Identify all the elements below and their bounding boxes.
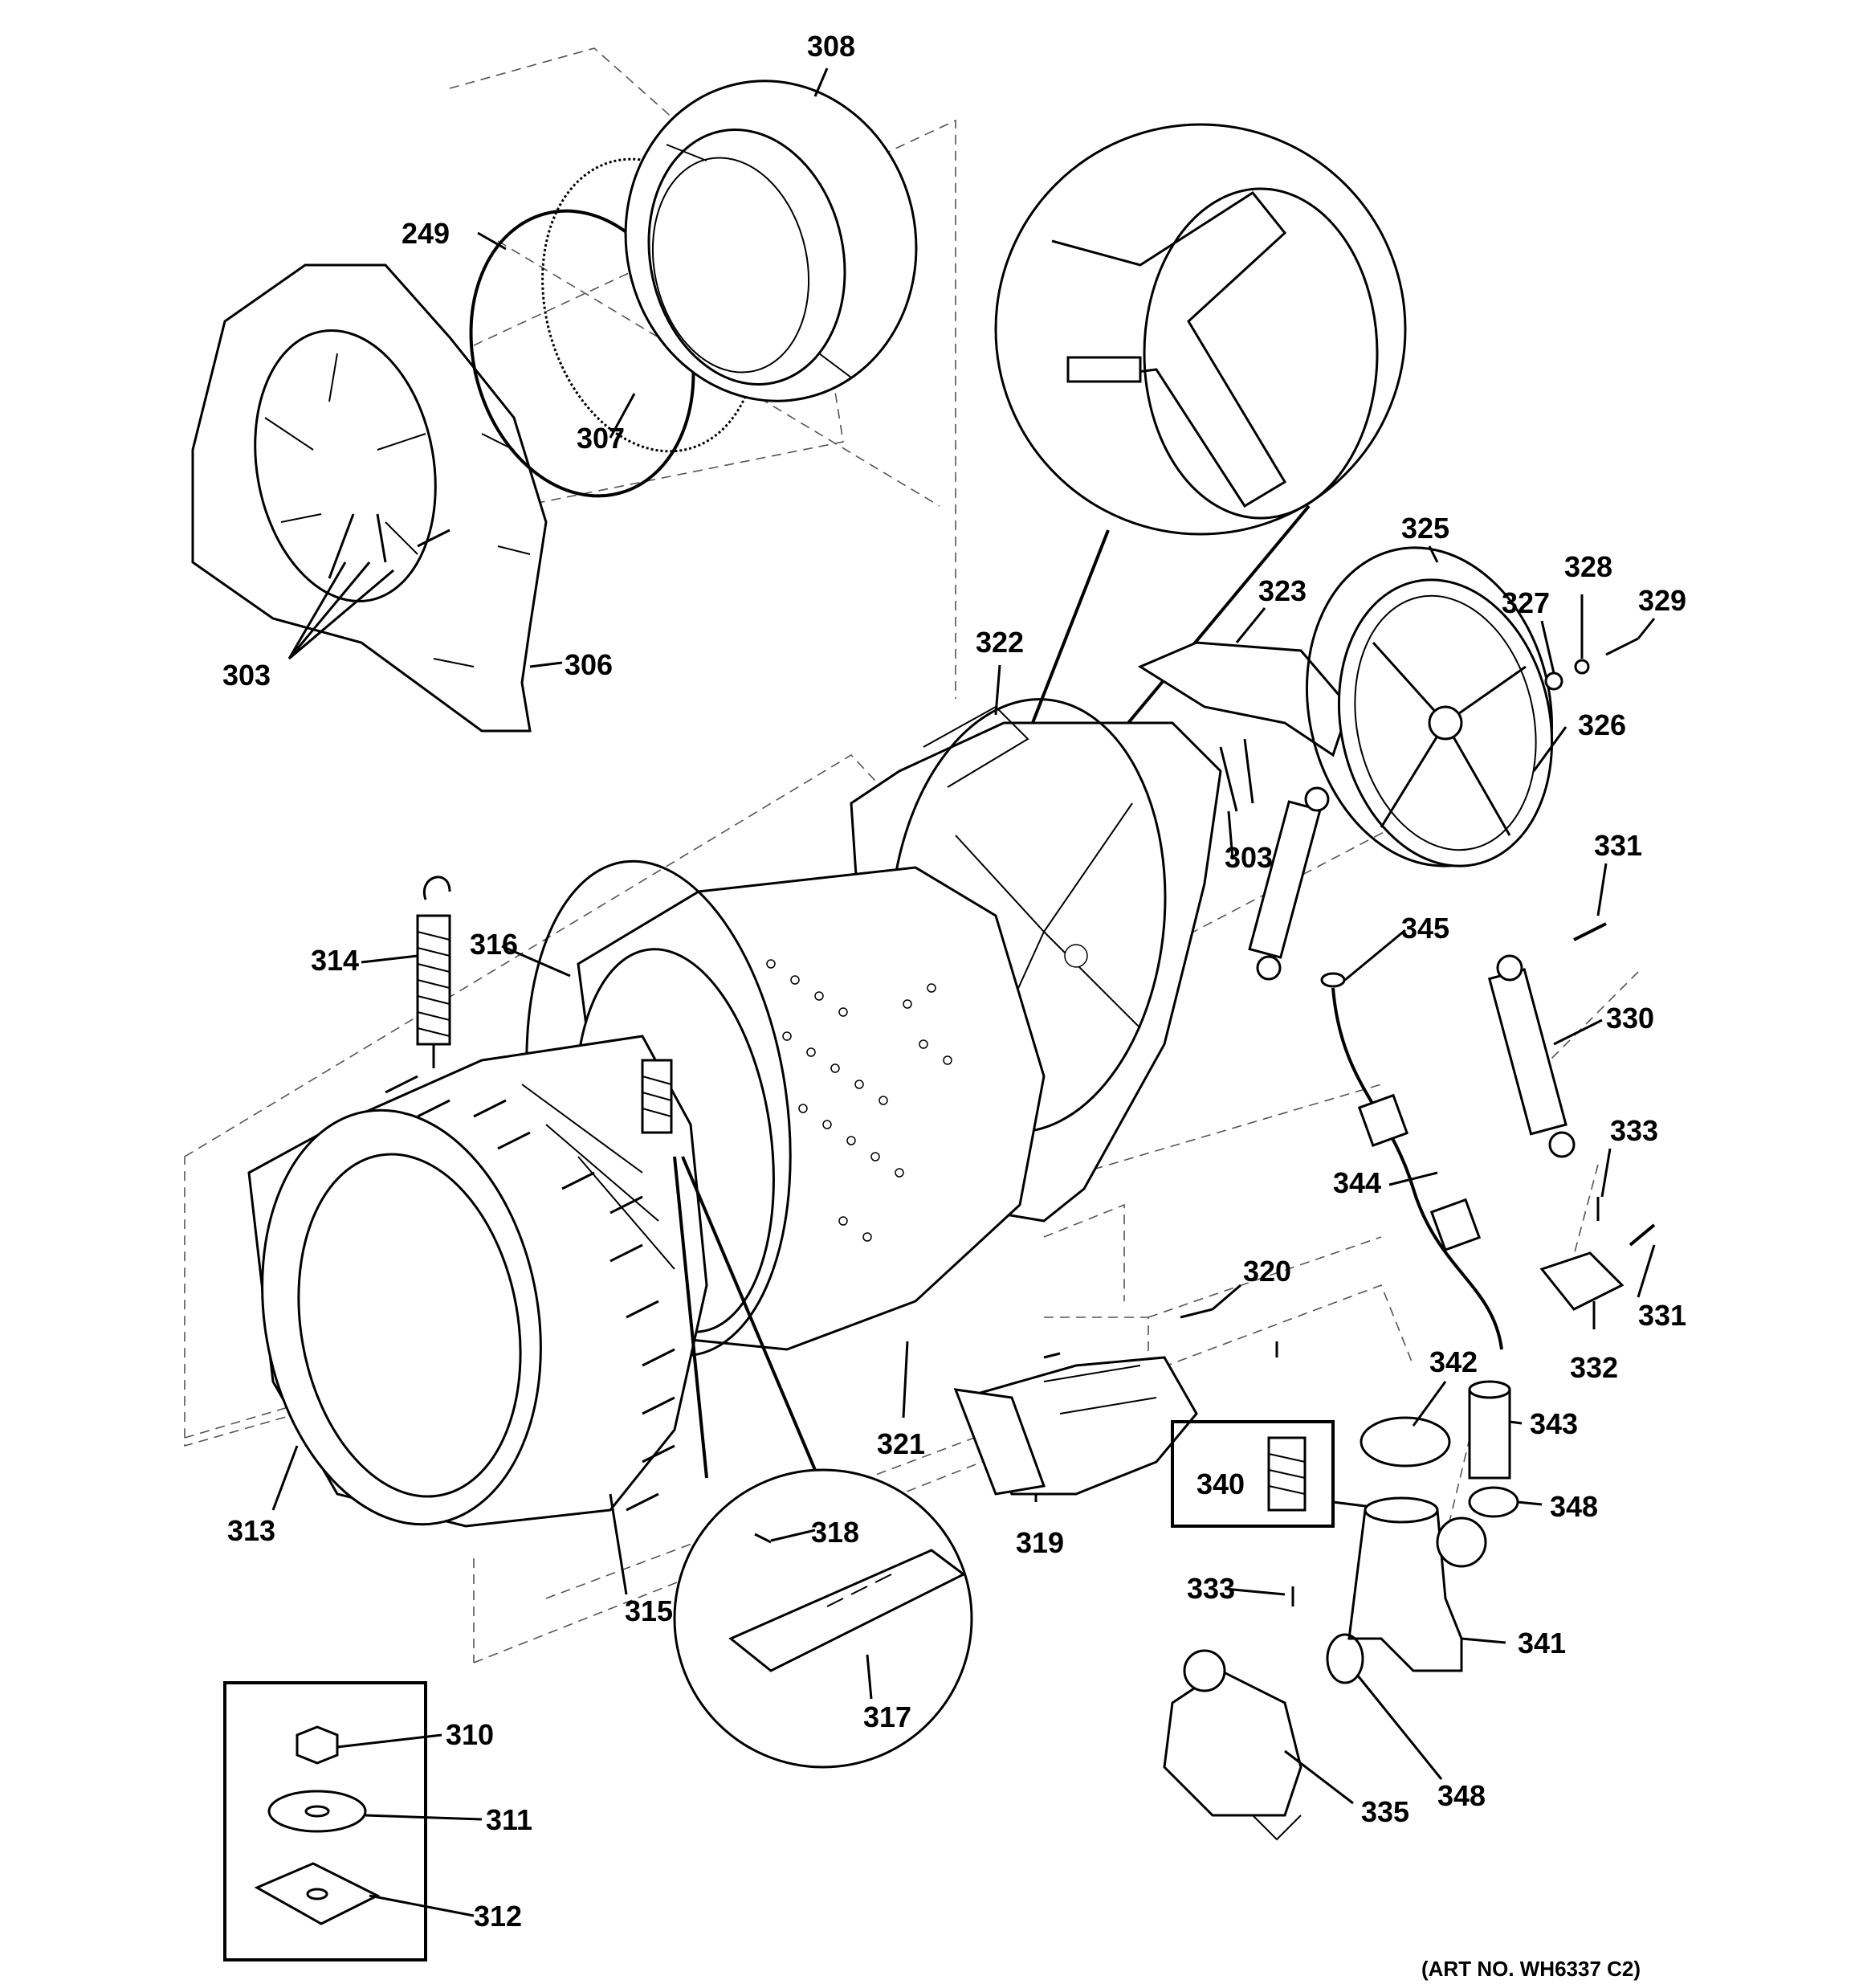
label-311: 311 [486, 1803, 532, 1836]
label-319: 319 [1016, 1526, 1064, 1559]
rods-303-rear [1219, 738, 1254, 812]
label-332: 332 [1570, 1351, 1618, 1384]
label-340: 340 [1196, 1468, 1245, 1500]
shock-absorber-upper [1248, 786, 1330, 981]
pump-housing-341 [1347, 1496, 1487, 1672]
label-342: 342 [1429, 1345, 1478, 1378]
label-341: 341 [1518, 1627, 1566, 1659]
drum-front-313 [247, 1035, 708, 1528]
front-panel-306 [191, 263, 548, 733]
label-333-upper: 333 [1610, 1114, 1658, 1147]
label-320: 320 [1243, 1255, 1291, 1288]
clamp-348-lower [1326, 1633, 1364, 1684]
spring-inner [641, 1059, 673, 1134]
pad-312 [254, 1862, 381, 1925]
label-322: 322 [976, 626, 1024, 659]
label-323: 323 [1258, 574, 1307, 607]
label-330: 330 [1606, 1002, 1654, 1035]
rods-303-front [328, 513, 450, 579]
filter-box-340 [1171, 1420, 1398, 1528]
label-303-front: 303 [222, 659, 271, 692]
motor-319 [953, 1356, 1198, 1496]
washer-327 [1544, 672, 1563, 691]
label-345: 345 [1401, 912, 1449, 945]
label-313: 313 [227, 1514, 275, 1547]
label-331-lower: 331 [1638, 1299, 1686, 1332]
label-326: 326 [1578, 708, 1626, 741]
art-number: (ART NO. WH6337 C2) [1421, 1957, 1641, 1981]
spring-314 [416, 876, 451, 1068]
label-335: 335 [1361, 1795, 1409, 1828]
label-325: 325 [1401, 512, 1449, 545]
label-344: 344 [1333, 1166, 1381, 1199]
label-249: 249 [402, 217, 450, 250]
washer-328 [1574, 659, 1590, 675]
drain-pump-335 [1163, 1649, 1302, 1841]
hardware-box [223, 1681, 427, 1961]
clamp-342 [1360, 1416, 1451, 1468]
label-308: 308 [807, 30, 855, 63]
paddle-detail-inset [673, 1156, 973, 1769]
nut-310 [296, 1725, 339, 1765]
part-343 [1468, 1380, 1511, 1480]
label-348-upper: 348 [1550, 1490, 1598, 1523]
label-333-lower: 333 [1187, 1572, 1235, 1605]
bracket-332 [1539, 1251, 1625, 1311]
label-327: 327 [1502, 586, 1550, 619]
label-329: 329 [1638, 584, 1686, 617]
clamp-348-upper [1468, 1486, 1519, 1518]
shock-absorber-330 [1487, 954, 1576, 1158]
label-303-rear: 303 [1225, 841, 1273, 874]
label-316: 316 [470, 928, 518, 961]
label-348-lower: 348 [1437, 1779, 1486, 1812]
label-315: 315 [625, 1594, 673, 1627]
bolt-329 [1605, 637, 1639, 656]
pulley-326 [1337, 578, 1554, 867]
label-306: 306 [565, 648, 613, 681]
drum-perforations [766, 959, 952, 1242]
bolts-315 [385, 1075, 675, 1512]
label-307: 307 [577, 422, 625, 455]
hose-344 [1331, 987, 1503, 1350]
label-331-upper: 331 [1594, 829, 1642, 862]
label-328: 328 [1564, 550, 1612, 583]
spider-detail-inset [946, 123, 1407, 941]
label-343: 343 [1530, 1407, 1578, 1440]
pin-331-lower [1629, 1223, 1656, 1247]
label-314: 314 [311, 944, 359, 977]
callout-labels: 308 249 307 303 306 322 323 325 327 328 … [222, 30, 1686, 1981]
label-310: 310 [446, 1718, 494, 1751]
leader-lines [271, 67, 1656, 1917]
label-317: 317 [863, 1700, 911, 1733]
label-312: 312 [474, 1900, 522, 1933]
screws-320 [1043, 1308, 1278, 1359]
label-318: 318 [811, 1516, 859, 1549]
front-tub-308 [624, 80, 918, 402]
label-321: 321 [877, 1427, 925, 1460]
washer-311 [267, 1790, 367, 1833]
pin-331-upper [1573, 922, 1607, 941]
hose-345 [1320, 972, 1346, 988]
